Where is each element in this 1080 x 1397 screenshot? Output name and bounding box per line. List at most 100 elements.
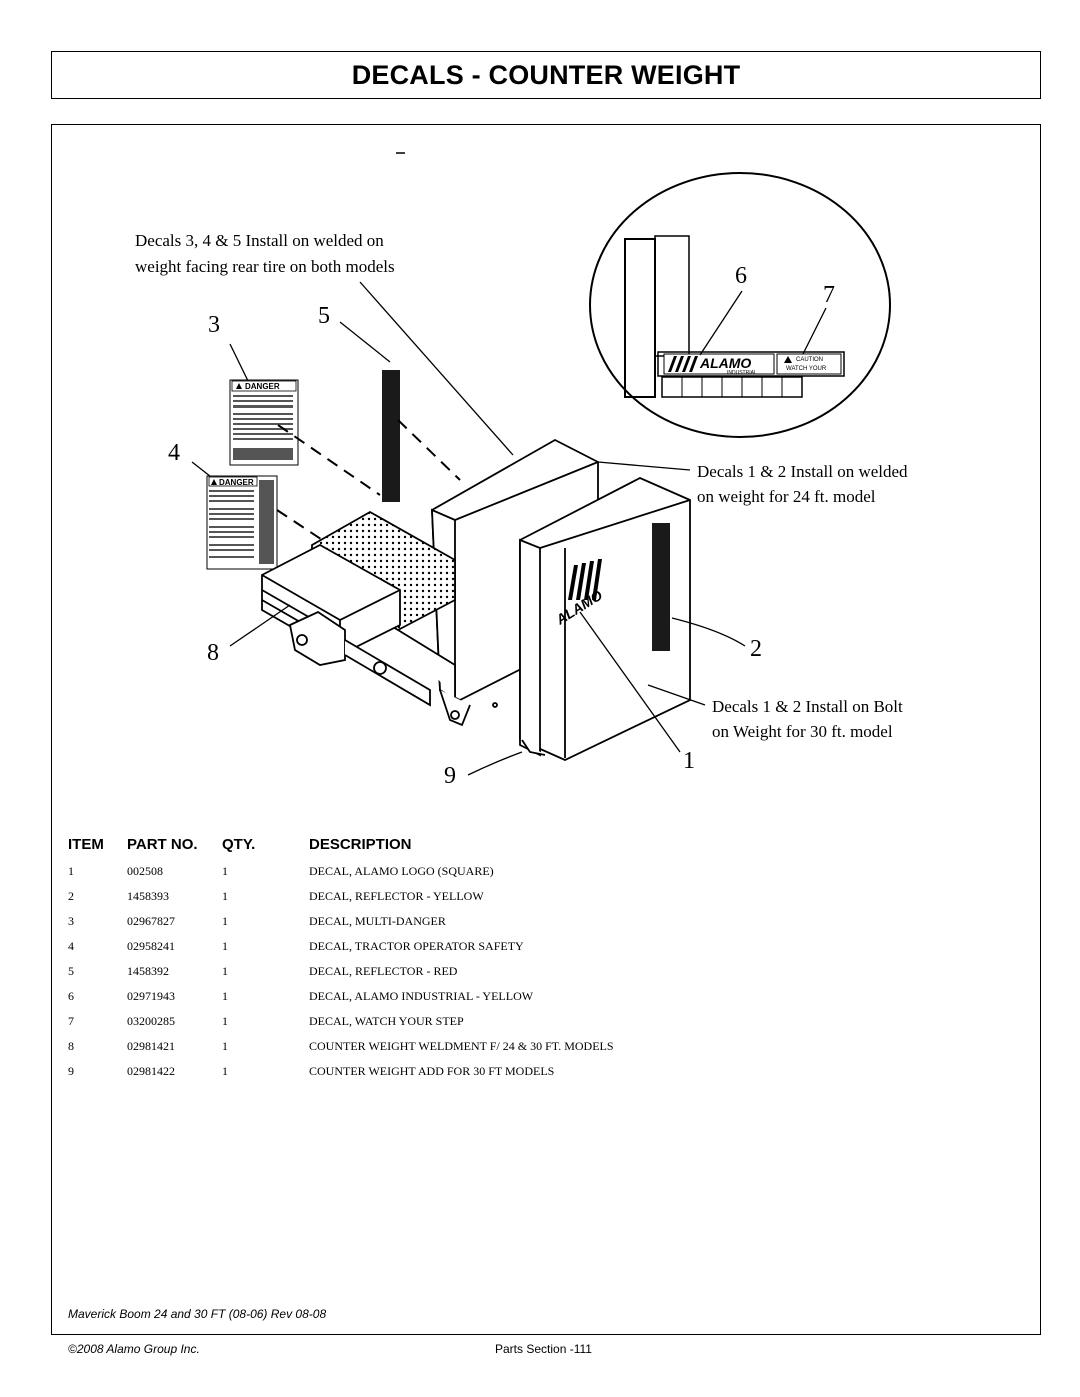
note-right-mid-line2: on weight for 24 ft. model xyxy=(697,487,876,506)
header-description: DESCRIPTION xyxy=(309,836,412,853)
header-qty: QTY. xyxy=(222,836,256,853)
leader-2 xyxy=(671,617,746,647)
cell-part-no: 02981422 xyxy=(127,1064,175,1078)
content-frame xyxy=(51,124,1041,1335)
cell-item: 4 xyxy=(68,939,74,953)
footer-section: Parts Section -111 xyxy=(495,1342,592,1356)
table-row: 5 1458392 1 DECAL, REFLECTOR - RED xyxy=(0,964,1080,984)
callout-1: 1 xyxy=(683,748,695,774)
leader-note-right-low xyxy=(647,684,706,706)
watch-text: WATCH YOUR xyxy=(786,366,827,372)
callout-5: 5 xyxy=(318,303,330,329)
parts-table-header: ITEM PART NO. QTY. DESCRIPTION xyxy=(0,836,1080,856)
cell-item: 7 xyxy=(68,1014,74,1028)
note-right-mid-line1: Decals 1 & 2 Install on welded xyxy=(697,462,908,481)
cell-part-no: 1458392 xyxy=(127,964,169,978)
cell-part-no: 02971943 xyxy=(127,989,175,1003)
callout-6: 6 xyxy=(735,263,747,289)
table-row: 2 1458393 1 DECAL, REFLECTOR - YELLOW xyxy=(0,889,1080,909)
caution-text: CAUTION xyxy=(796,357,823,363)
leader-5 xyxy=(339,321,391,363)
cell-description: DECAL, MULTI-DANGER xyxy=(309,914,446,928)
table-row: 7 03200285 1 DECAL, WATCH YOUR STEP xyxy=(0,1014,1080,1034)
leader-9 xyxy=(467,751,523,776)
industrial-text: INDUSTRIAL xyxy=(727,370,757,376)
table-row: 8 02981421 1 COUNTER WEIGHT WELDMENT F/ … xyxy=(0,1039,1080,1059)
cell-qty: 1 xyxy=(222,939,228,953)
page-title: DECALS - COUNTER WEIGHT xyxy=(351,59,741,90)
cell-qty: 1 xyxy=(222,914,228,928)
leader-6 xyxy=(699,290,743,356)
tractor-operator-safety-decal: DANGER xyxy=(206,475,278,570)
cell-item: 1 xyxy=(68,864,74,878)
cell-description: COUNTER WEIGHT ADD FOR 30 FT MODELS xyxy=(309,1064,555,1078)
dashed-guide-4 xyxy=(276,509,331,546)
yellow-reflector-decal xyxy=(652,523,670,651)
cell-description: DECAL, ALAMO INDUSTRIAL - YELLOW xyxy=(309,989,534,1003)
multi-danger-decal: DANGER xyxy=(229,379,299,466)
cell-qty: 1 xyxy=(222,1039,228,1053)
alamo-industrial-decal: ALAMO INDUSTRIAL xyxy=(663,353,775,376)
leader-7 xyxy=(802,307,827,355)
callout-3: 3 xyxy=(208,312,220,338)
cell-qty: 1 xyxy=(222,864,228,878)
cell-item: 3 xyxy=(68,914,74,928)
cell-item: 9 xyxy=(68,1064,74,1078)
cell-part-no: 02967827 xyxy=(127,914,175,928)
cell-item: 2 xyxy=(68,889,74,903)
dashed-guide-5 xyxy=(397,419,461,481)
cell-part-no: 02981421 xyxy=(127,1039,175,1053)
cell-description: DECAL, TRACTOR OPERATOR SAFETY xyxy=(309,939,524,953)
cell-item: 5 xyxy=(68,964,74,978)
callout-9: 9 xyxy=(444,763,456,789)
table-row: 3 02967827 1 DECAL, MULTI-DANGER xyxy=(0,914,1080,934)
leader-note-top-left xyxy=(359,281,514,456)
callout-7: 7 xyxy=(823,282,835,308)
leader-note-right-mid xyxy=(597,461,691,471)
leader-8 xyxy=(229,604,291,647)
cell-part-no: 002508 xyxy=(127,864,163,878)
watch-your-step-decal: CAUTION WATCH YOUR xyxy=(776,353,842,375)
detail-bracket xyxy=(624,235,845,398)
header-part-no: PART NO. xyxy=(127,836,198,853)
callout-8: 8 xyxy=(207,640,219,666)
callout-4: 4 xyxy=(168,440,180,466)
table-row: 9 02981422 1 COUNTER WEIGHT ADD FOR 30 F… xyxy=(0,1064,1080,1084)
note-right-low-line1: Decals 1 & 2 Install on Bolt xyxy=(712,697,903,716)
cell-qty: 1 xyxy=(222,1014,228,1028)
cell-description: DECAL, ALAMO LOGO (SQUARE) xyxy=(309,864,494,878)
cell-item: 8 xyxy=(68,1039,74,1053)
cell-qty: 1 xyxy=(222,1064,228,1078)
table-row: 1 002508 1 DECAL, ALAMO LOGO (SQUARE) xyxy=(0,864,1080,884)
cell-description: COUNTER WEIGHT WELDMENT F/ 24 & 30 FT. M… xyxy=(309,1039,614,1053)
warning-triangle-icon xyxy=(784,356,792,363)
cell-description: DECAL, REFLECTOR - RED xyxy=(309,964,458,978)
detail-circle xyxy=(589,172,891,438)
callout-2: 2 xyxy=(750,636,762,662)
cell-qty: 1 xyxy=(222,964,228,978)
table-row: 6 02971943 1 DECAL, ALAMO INDUSTRIAL - Y… xyxy=(0,989,1080,1009)
note-top-left-line1: Decals 3, 4 & 5 Install on welded on xyxy=(135,231,384,250)
leader-3 xyxy=(229,343,251,386)
cell-qty: 1 xyxy=(222,889,228,903)
note-top-left-line2: weight facing rear tire on both models xyxy=(135,257,395,276)
counter-weight-diagram: Decals 3, 4 & 5 Install on welded on wei… xyxy=(135,152,908,789)
cell-part-no: 03200285 xyxy=(127,1014,175,1028)
note-right-low-line2: on Weight for 30 ft. model xyxy=(712,722,893,741)
cell-qty: 1 xyxy=(222,989,228,1003)
title-box: DECALS - COUNTER WEIGHT xyxy=(51,51,1041,99)
alamo-logo-text: ALAMO xyxy=(699,355,751,371)
danger-label-4: DANGER xyxy=(219,478,254,487)
cell-item: 6 xyxy=(68,989,74,1003)
leader-1 xyxy=(579,611,681,753)
danger-label-3: DANGER xyxy=(245,382,280,391)
bolt-on-counter-weight xyxy=(519,477,691,761)
dashed-guide-3 xyxy=(277,424,381,496)
cell-description: DECAL, WATCH YOUR STEP xyxy=(309,1014,464,1028)
table-row: 4 02958241 1 DECAL, TRACTOR OPERATOR SAF… xyxy=(0,939,1080,959)
red-reflector-decal xyxy=(382,370,400,502)
footer-copyright: ©2008 Alamo Group Inc. xyxy=(68,1342,200,1356)
footer-doc-reference: Maverick Boom 24 and 30 FT (08-06) Rev 0… xyxy=(68,1307,327,1321)
header-item: ITEM xyxy=(68,836,104,853)
cell-description: DECAL, REFLECTOR - YELLOW xyxy=(309,889,484,903)
